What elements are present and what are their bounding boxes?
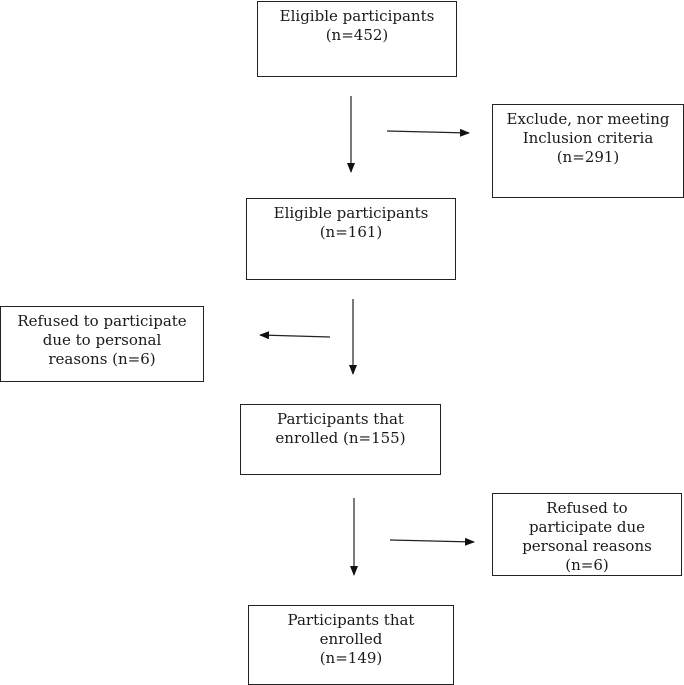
- box-line: (n=149): [319, 649, 383, 667]
- box-line: (n=452): [325, 26, 389, 44]
- box-line: enrolled (n=155): [275, 429, 406, 447]
- refused-personal-reasons-box-1: Refused to participate due to personal r…: [0, 306, 204, 382]
- box-line: personal reasons: [522, 537, 652, 555]
- eligible-participants-box-1: Eligible participants (n=452): [257, 1, 457, 77]
- box-line: Inclusion criteria: [522, 129, 654, 147]
- box-line: enrolled: [319, 630, 383, 648]
- box-line: reasons (n=6): [48, 350, 156, 368]
- box-line: Exclude, nor meeting: [506, 110, 670, 128]
- participants-enrolled-box-1: Participants that enrolled (n=155): [240, 404, 441, 475]
- box-line: (n=6): [565, 556, 609, 574]
- arrow-right-refused: [389, 537, 475, 546]
- box-line: Participants that: [287, 611, 415, 629]
- eligible-participants-box-2: Eligible participants (n=161): [246, 198, 456, 280]
- box-line: Participants that: [277, 410, 404, 428]
- box-line: (n=291): [556, 148, 620, 166]
- box-line: Eligible participants: [273, 204, 429, 222]
- participants-enrolled-box-2: Participants that enrolled (n=149): [248, 605, 454, 685]
- box-line: participate due: [528, 518, 646, 536]
- box-line: Refused to: [546, 499, 628, 517]
- arrow-right-exclude: [386, 128, 470, 137]
- box-line: Eligible participants: [279, 7, 435, 25]
- arrow-left-refused: [259, 331, 331, 340]
- box-line: Refused to participate: [17, 312, 187, 330]
- excluded-criteria-box: Exclude, nor meeting Inclusion criteria …: [492, 104, 684, 198]
- refused-personal-reasons-box-2: Refused to participate due personal reas…: [492, 493, 682, 576]
- box-line: (n=161): [319, 223, 383, 241]
- box-line: due to personal: [42, 331, 162, 349]
